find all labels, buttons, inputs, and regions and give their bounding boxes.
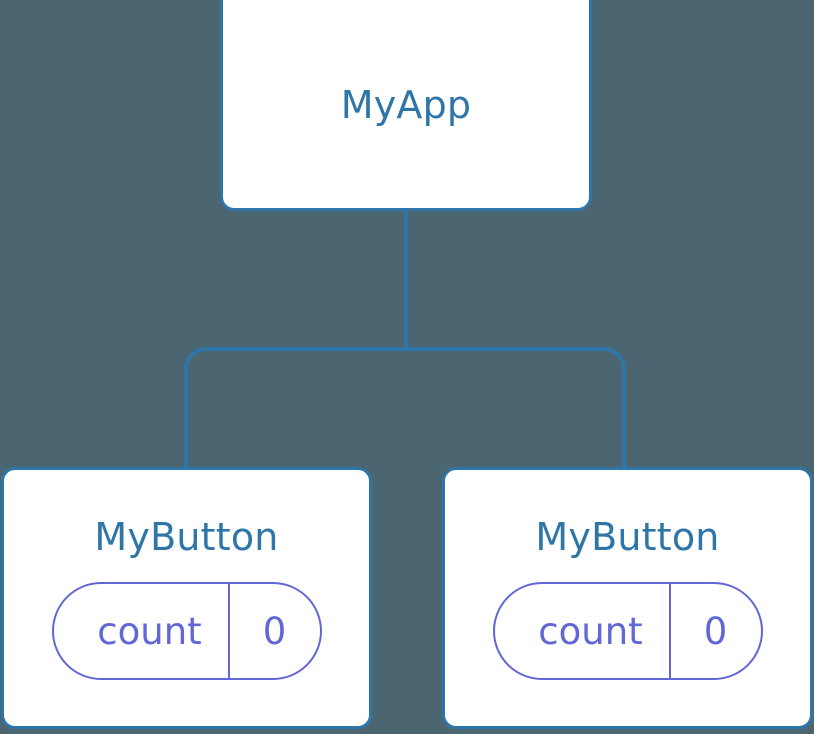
state-value-label: 0 [668, 584, 761, 678]
node-mybutton-1-label: MyButton [94, 515, 279, 559]
state-value-label: 0 [227, 584, 320, 678]
state-badge-count-1[interactable]: count 0 [51, 582, 322, 680]
connector-branch-left [184, 347, 406, 470]
state-badge-count-2[interactable]: count 0 [492, 582, 763, 680]
node-mybutton-2[interactable]: MyButton count 0 [442, 467, 813, 729]
node-myapp-label: MyApp [340, 82, 472, 127]
node-myapp[interactable]: MyApp [220, 0, 592, 211]
state-key-label: count [97, 609, 202, 653]
connector-branch-right [406, 347, 626, 470]
node-mybutton-1[interactable]: MyButton count 0 [1, 467, 372, 729]
state-key-label: count [538, 609, 643, 653]
node-mybutton-2-label: MyButton [535, 515, 720, 559]
